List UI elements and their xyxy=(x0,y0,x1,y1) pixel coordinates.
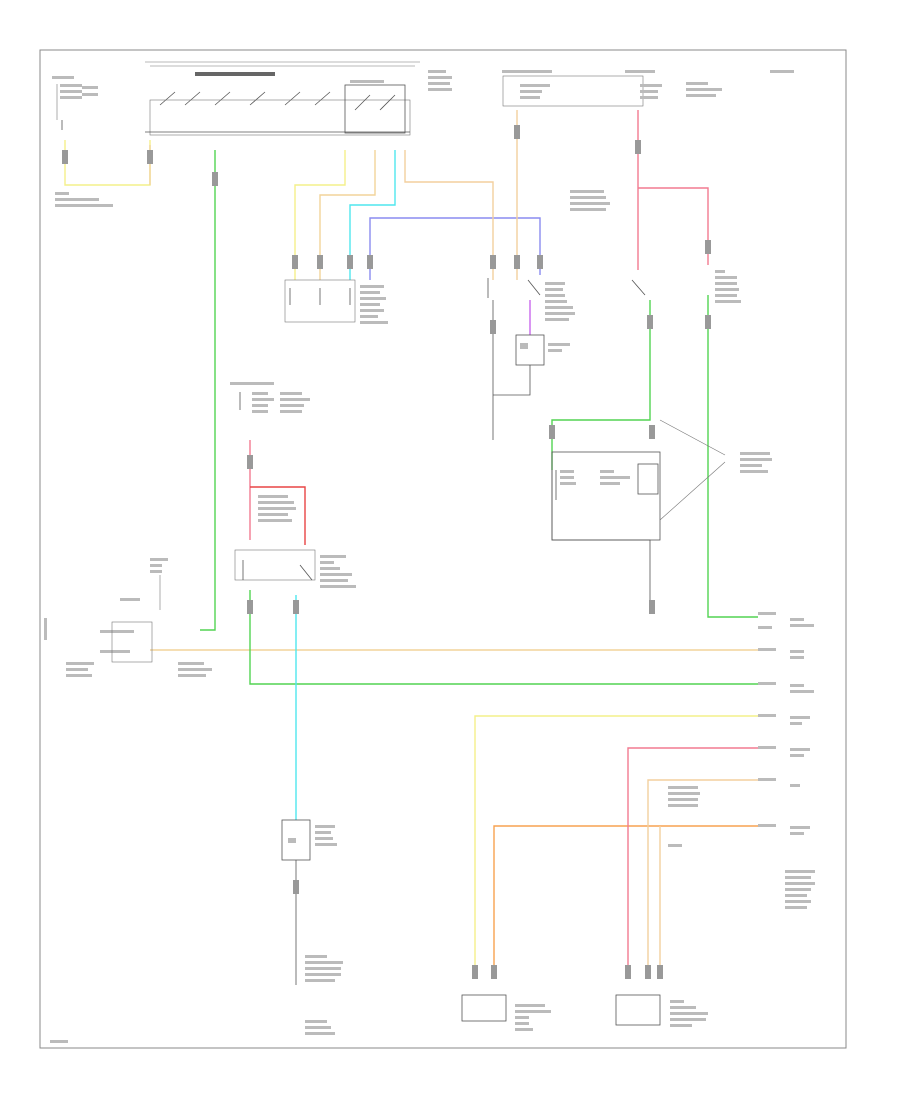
wire-peach-e xyxy=(404,150,494,280)
wire-black-ground xyxy=(493,365,531,396)
wire-green-relay xyxy=(551,300,651,470)
pcm-connector xyxy=(758,612,815,909)
relay-coil-icon xyxy=(570,190,741,303)
wire-blue-d xyxy=(369,217,541,280)
diagram-border xyxy=(39,49,847,1049)
blower-motor xyxy=(487,278,575,366)
compressor-clutch xyxy=(551,419,772,541)
wire-yellow-top-left xyxy=(64,140,151,186)
wire-pink-top-right xyxy=(638,187,709,265)
ground-icon xyxy=(50,1040,68,1043)
wire-tan-b xyxy=(319,150,376,280)
wire-pink-lower xyxy=(627,747,758,975)
wire-peach-lower xyxy=(647,779,758,975)
wire-green-right xyxy=(707,295,758,618)
wire-orange-lower xyxy=(493,825,758,970)
fuse-block-left xyxy=(52,76,113,207)
cycling-sensor xyxy=(281,819,343,1035)
top-switch-assembly xyxy=(145,61,420,136)
wire-green-horizontal xyxy=(249,590,758,685)
wire-black-compressor xyxy=(551,470,651,600)
label-blocks-top xyxy=(428,70,794,107)
left-connector xyxy=(66,558,212,677)
wire-yellow-lower xyxy=(474,715,758,970)
wire-yellow-a xyxy=(294,150,346,280)
blower-switch xyxy=(284,279,388,324)
wire-cyan-c xyxy=(349,150,396,280)
lower-sensors xyxy=(461,786,708,1031)
switch-contact-icon xyxy=(159,91,331,106)
wire-red-loop xyxy=(250,486,306,545)
connector-pin-icon xyxy=(62,125,711,979)
pressure-switch xyxy=(230,382,356,588)
wire-green-main xyxy=(200,150,216,631)
